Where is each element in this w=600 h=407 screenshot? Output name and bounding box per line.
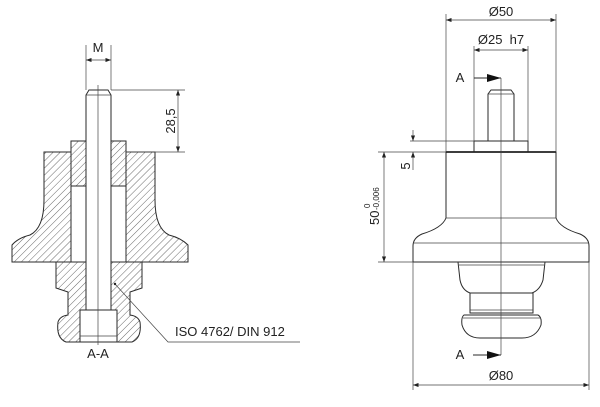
neck xyxy=(469,292,534,314)
bulb xyxy=(461,314,542,339)
height-tol-lower: -0,006 xyxy=(372,187,381,210)
height-tol-upper: 0 xyxy=(363,203,372,208)
shoulder-dim: 5 xyxy=(398,162,413,169)
pin-diameter: Ø25 h7 xyxy=(478,32,524,47)
section-view: M 28,5 ISO 4762/ DIN 912 A-A xyxy=(11,40,300,361)
bushing-right xyxy=(110,140,127,187)
lower-piece-left xyxy=(55,261,87,343)
thread-label: M xyxy=(93,40,104,55)
bushing-left xyxy=(70,140,87,187)
lower-piece-right xyxy=(110,261,143,343)
screw-callout: ISO 4762/ DIN 912 xyxy=(175,324,285,339)
bolt-head xyxy=(79,309,118,343)
flange-diameter: Ø80 xyxy=(489,368,514,383)
section-label: A-A xyxy=(87,346,109,361)
callout-leader xyxy=(114,283,300,343)
lower-piece xyxy=(457,261,546,294)
section-marker-bottom: A xyxy=(456,347,465,362)
height-dim-50: 50 xyxy=(367,211,382,225)
flange-body-left xyxy=(11,151,72,263)
height-dim-28-5: 28,5 xyxy=(163,108,178,133)
section-marker-top: A xyxy=(456,70,465,85)
outer-diameter-top: Ø50 xyxy=(489,4,514,19)
bolt xyxy=(85,89,112,311)
side-view: Ø50 Ø25 h7 A A 5 50 0 -0,006 Ø80 xyxy=(363,4,590,390)
flange-body-right xyxy=(125,151,189,263)
